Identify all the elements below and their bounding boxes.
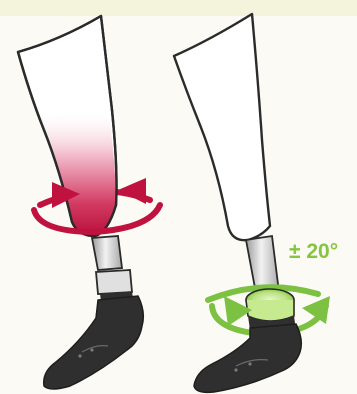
left-foot [44, 296, 144, 389]
rotation-range-label: ± 20° [289, 240, 338, 264]
left-leg [18, 16, 160, 389]
left-adapter [96, 270, 132, 294]
left-pylon [92, 236, 122, 270]
right-arrow-icon [118, 178, 146, 204]
right-socket [174, 14, 270, 240]
right-leg [174, 14, 330, 392]
